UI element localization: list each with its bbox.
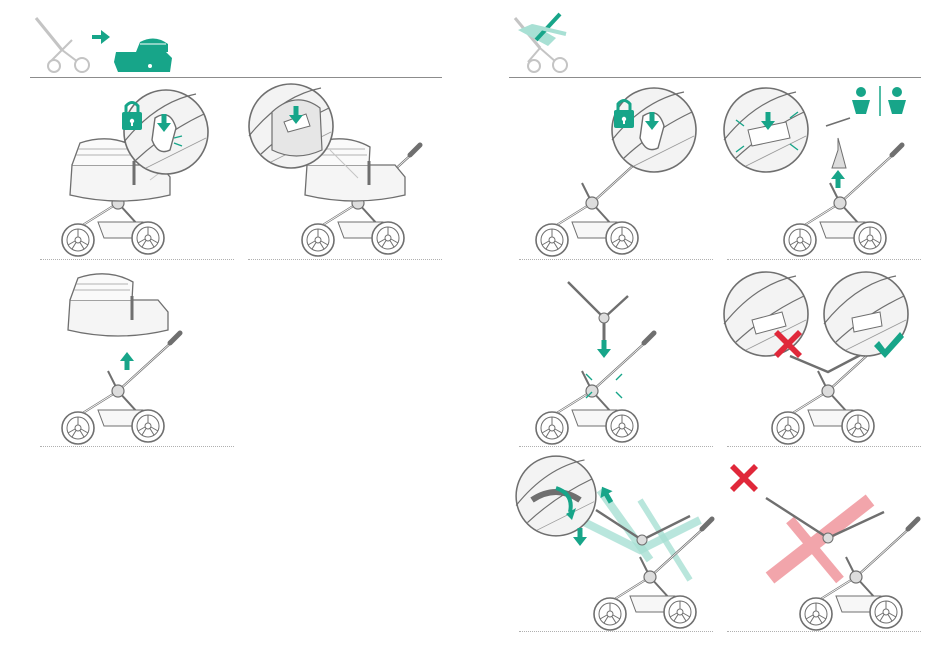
step-lock-seat-frame	[536, 88, 696, 256]
arrow-right-icon	[92, 30, 110, 44]
step-do-not-recline	[730, 464, 918, 630]
step-press-adapter-release	[249, 84, 420, 256]
two-way-child-icon	[852, 86, 906, 116]
step-place-seat	[536, 282, 654, 444]
step-check-lock	[724, 272, 908, 444]
carrycot-icon	[114, 38, 172, 72]
stroller-frame-icon	[36, 18, 89, 72]
step-remove-adapters	[724, 86, 906, 256]
step-attach-carrycot-lock	[62, 90, 208, 256]
step-recline-seat	[516, 456, 712, 630]
stroller-reversible-seat-icon	[515, 14, 567, 72]
step-lift-carrycot	[62, 274, 180, 444]
